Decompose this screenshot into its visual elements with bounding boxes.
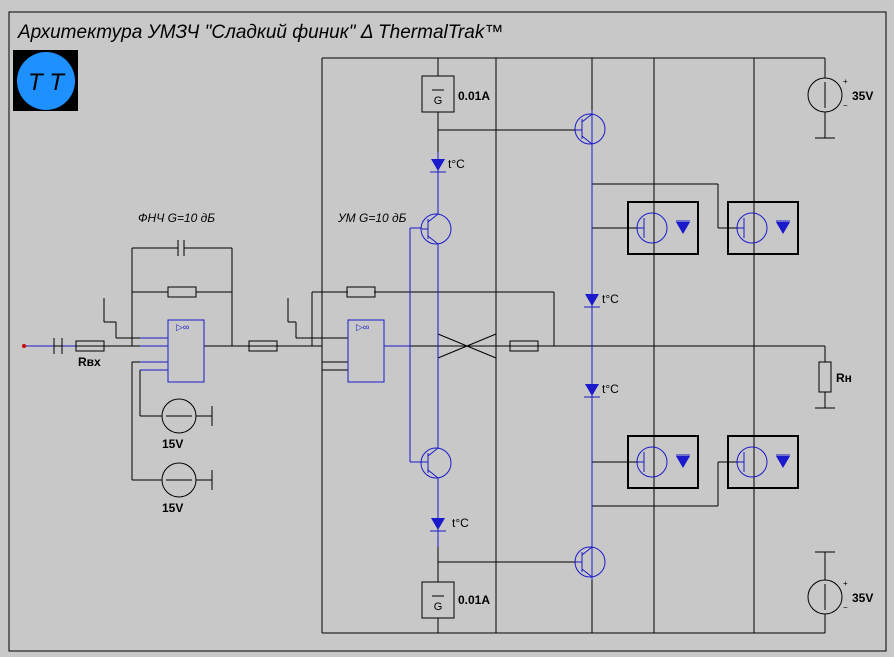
rin-label: Rвх	[78, 355, 101, 369]
diode-top: t°C	[430, 157, 465, 173]
interstage-resistor	[248, 340, 278, 352]
input-capacitor	[53, 338, 63, 354]
source-15v-bottom: 15V	[161, 462, 197, 515]
svg-text:▷∞: ▷∞	[356, 322, 369, 332]
output-resistor	[509, 340, 539, 352]
filter-label: ФНЧ G=10 дБ	[138, 211, 215, 225]
thermaltrak-bottom-right	[727, 435, 799, 489]
filter-opamp: ▷∞	[140, 319, 205, 383]
current-source-bottom: G 0.01A	[421, 581, 490, 619]
supply-neg: + − 35V	[807, 579, 873, 615]
logo-text: Т Т	[28, 69, 66, 96]
svg-text:G: G	[434, 95, 443, 107]
frame	[8, 11, 887, 652]
svg-text:+: +	[843, 77, 848, 86]
thermaltrak-bottom-left	[627, 435, 699, 489]
input-resistor: Rвх	[75, 340, 105, 369]
driver-transistor-bottom	[420, 447, 452, 479]
thermaltrak-top-left	[627, 201, 699, 255]
svg-text:t°C: t°C	[602, 292, 619, 306]
input-terminal[interactable]	[22, 344, 26, 348]
rload-label: Rн	[836, 371, 852, 385]
black-wiring	[24, 57, 835, 634]
logo: Т Т	[13, 50, 78, 111]
load-resistor: Rн	[818, 361, 852, 393]
supply-pos: + − 35V	[807, 77, 873, 113]
svg-text:G: G	[434, 601, 443, 613]
svg-text:t°C: t°C	[452, 516, 469, 530]
svg-text:t°C: t°C	[448, 157, 465, 171]
filter-capacitor	[172, 240, 190, 256]
driver-transistor-top	[420, 213, 452, 245]
current-source-top: G 0.01A	[421, 75, 490, 113]
diode-mid2: t°C	[584, 382, 619, 398]
src-bottom-label: 15V	[162, 501, 183, 515]
supply-neg-label: 35V	[852, 591, 873, 605]
predriver-transistor-top	[574, 113, 606, 145]
amp-label: УМ G=10 дБ	[337, 211, 407, 225]
filter-resistor	[167, 286, 197, 298]
src-top-label: 15V	[162, 437, 183, 451]
svg-text:−: −	[843, 101, 848, 110]
cs-top-label: 0.01A	[458, 89, 490, 103]
predriver-transistor-bottom	[574, 546, 606, 578]
svg-text:+: +	[843, 579, 848, 588]
diode-bottom: t°C	[430, 516, 469, 532]
amp-opamp: ▷∞	[347, 319, 385, 383]
cs-bottom-label: 0.01A	[458, 593, 490, 607]
svg-text:−: −	[843, 603, 848, 612]
svg-text:▷∞: ▷∞	[176, 322, 189, 332]
blue-wiring	[24, 110, 593, 580]
supply-pos-label: 35V	[852, 89, 873, 103]
svg-text:t°C: t°C	[602, 382, 619, 396]
thermaltrak-top-right	[727, 201, 799, 255]
feedback-resistor	[346, 286, 376, 298]
schematic-title: Архитектура УМЗЧ "Сладкий финик" Δ Therm…	[17, 22, 503, 43]
source-15v-top: 15V	[161, 398, 197, 451]
diode-mid1: t°C	[584, 292, 619, 308]
